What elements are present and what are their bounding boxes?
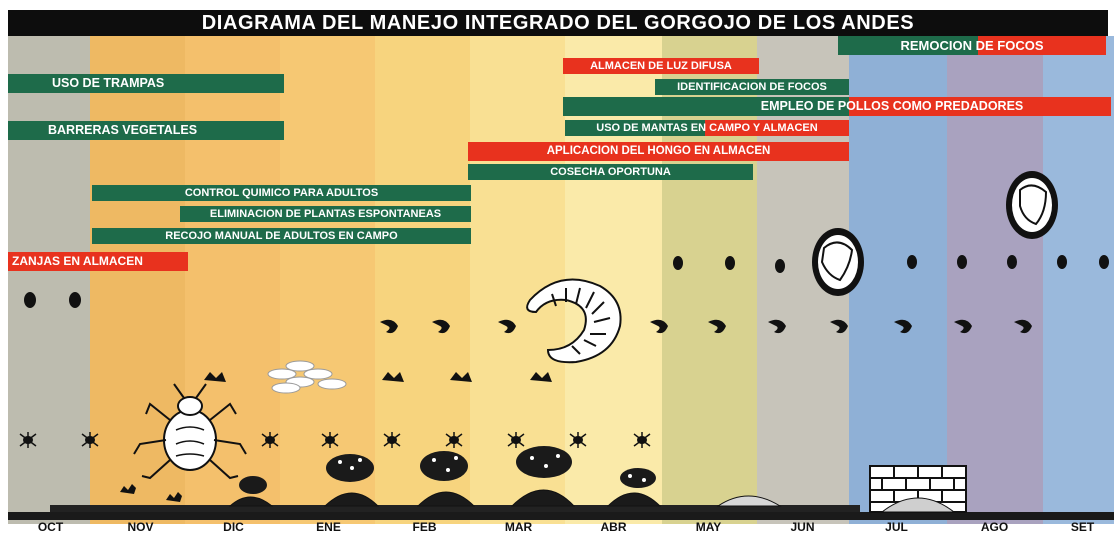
diagram-title: DIAGRAMA DEL MANEJO INTEGRADO DEL GORGOJ… xyxy=(201,12,915,34)
bar-eliminacion-de-plantas: ELIMINACION DE PLANTAS ESPONTANEAS xyxy=(180,206,471,222)
band-jul xyxy=(849,36,947,524)
month-label-set: SET xyxy=(1070,520,1095,534)
month-label-ene: ENE xyxy=(316,520,341,534)
small-adult-icon xyxy=(204,372,552,382)
band-ago xyxy=(947,36,1043,524)
bar-zanjas-en-almacen: ZANJAS EN ALMACEN xyxy=(8,252,188,271)
bar-label: BARRERAS VEGETALES xyxy=(48,123,198,137)
bar-label: ELIMINACION DE PLANTAS ESPONTANEAS xyxy=(209,208,442,220)
bar-uso-de-trampas: USO DE TRAMPAS xyxy=(8,74,284,93)
potato-tubers-icon xyxy=(228,489,782,507)
month-label-nov: NOV xyxy=(127,520,154,534)
egg-cluster-icon xyxy=(267,360,347,394)
month-label-ago: AGO xyxy=(980,520,1009,534)
big-weevil-icon xyxy=(133,383,247,480)
month-label-may: MAY xyxy=(695,520,722,534)
band-may xyxy=(662,36,757,524)
bar-label: COSECHA OPORTUNA xyxy=(550,166,671,178)
bar-cosecha-oportuna: COSECHA OPORTUNA xyxy=(468,164,753,180)
bar-recojo-manual: RECOJO MANUAL DE ADULTOS EN CAMPO xyxy=(92,228,471,244)
bar-empleo-de-pollos: EMPLEO DE POLLOS COMO PREDADORES xyxy=(563,97,1111,116)
month-label-jul: JUL xyxy=(885,520,908,534)
title-bar xyxy=(8,10,1108,36)
month-axis: OCT NOV DIC ENE FEB MAR ABR MAY JUN JUL … xyxy=(0,520,1114,534)
bar-label: CONTROL QUIMICO PARA ADULTOS xyxy=(184,187,379,199)
adult-weevil-icon xyxy=(19,432,651,448)
egg-icon xyxy=(24,255,1109,308)
crawling-larva-icon xyxy=(120,484,182,502)
month-label-feb: FEB xyxy=(412,520,437,534)
bar-identificacion-de-focos: IDENTIFICACION DE FOCOS xyxy=(655,79,849,95)
bar-aplicacion-del-hongo: APLICACION DEL HONGO EN ALMACEN xyxy=(468,142,849,161)
bar-almacen-de-luz-difusa: ALMACEN DE LUZ DIFUSA xyxy=(563,58,759,74)
big-larva-icon xyxy=(526,278,622,364)
pupa-icon xyxy=(812,171,1058,296)
bar-label: ALMACEN DE LUZ DIFUSA xyxy=(590,60,732,72)
bar-barreras-vegetales: BARRERAS VEGETALES xyxy=(8,121,284,140)
month-label-dic: DIC xyxy=(223,520,244,534)
band-set xyxy=(1043,36,1114,524)
bar-label: USO DE MANTAS EN CAMPO Y ALMACEN xyxy=(596,122,818,134)
bar-label: EMPLEO DE POLLOS COMO PREDADORES xyxy=(760,99,1024,113)
band-oct xyxy=(8,36,90,524)
bar-label: ZANJAS EN ALMACEN xyxy=(12,254,143,268)
larva-icon xyxy=(380,319,1032,334)
bar-label: APLICACION DEL HONGO EN ALMACEN xyxy=(546,145,771,157)
ground-line xyxy=(8,512,1114,520)
bar-label: IDENTIFICACION DE FOCOS xyxy=(677,81,827,93)
bar-control-quimico: CONTROL QUIMICO PARA ADULTOS xyxy=(92,185,471,201)
month-label-abr: ABR xyxy=(600,520,627,534)
storage-brick-icon xyxy=(869,465,967,513)
bar-remocion-de-focos: REMOCION DE FOCOS xyxy=(838,36,1106,55)
month-label-mar: MAR xyxy=(504,520,533,534)
month-label-jun: JUN xyxy=(790,520,815,534)
bar-label: RECOJO MANUAL DE ADULTOS EN CAMPO xyxy=(165,230,398,242)
bar-uso-de-mantas: USO DE MANTAS EN CAMPO Y ALMACEN xyxy=(565,120,849,136)
bar-label: REMOCION DE FOCOS xyxy=(900,38,1044,53)
month-label-oct: OCT xyxy=(37,520,64,534)
ground-strip xyxy=(50,505,860,512)
bar-label: USO DE TRAMPAS xyxy=(52,76,165,90)
